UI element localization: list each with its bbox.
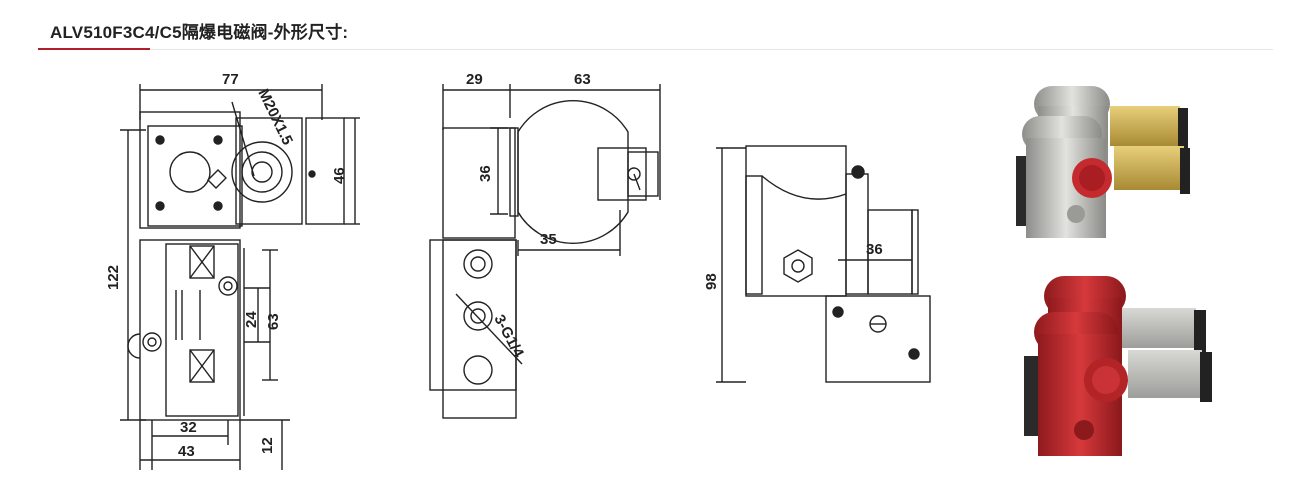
side-dim-36: 36 <box>477 165 494 182</box>
front-dim-46: 46 <box>331 167 348 184</box>
side-view-drawing <box>429 84 661 419</box>
front-view-drawing <box>120 84 360 470</box>
front-dim-32: 32 <box>180 419 197 436</box>
section-header: ALV510F3C4/C5隔爆电磁阀-外形尺寸: <box>38 0 1273 50</box>
front-dim-122: 122 <box>105 265 122 290</box>
steel-valve-icon <box>1016 86 1190 238</box>
front-dim-12: 12 <box>259 437 276 454</box>
side-dim-63: 63 <box>574 71 591 88</box>
front-dim-77: 77 <box>222 71 239 88</box>
red-valve-icon <box>1024 276 1212 456</box>
front-dim-thread: M20X1.5 <box>254 86 296 147</box>
page-title: ALV510F3C4/C5隔爆电磁阀-外形尺寸: <box>50 23 349 42</box>
third-dim-98: 98 <box>703 273 720 290</box>
header-divider <box>38 49 1273 50</box>
third-view-drawing <box>716 145 931 383</box>
third-dim-36: 36 <box>866 241 883 258</box>
side-dim-35: 35 <box>540 231 557 248</box>
header-accent-bar <box>38 48 150 50</box>
front-dim-63: 63 <box>265 313 282 330</box>
third-view-labels: 98 36 <box>703 241 883 290</box>
front-dim-24: 24 <box>243 311 260 328</box>
front-dim-43: 43 <box>178 443 195 460</box>
side-dim-29: 29 <box>466 71 483 88</box>
